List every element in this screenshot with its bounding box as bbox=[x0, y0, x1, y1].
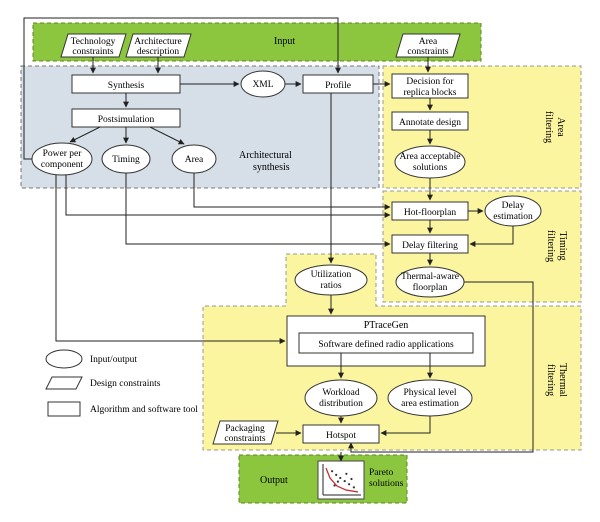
power-per-component-line1: Power per bbox=[43, 149, 83, 159]
pareto-point bbox=[352, 486, 355, 489]
timing-label: Timing bbox=[112, 155, 140, 165]
flow-edges bbox=[23, 17, 534, 462]
utilization-ratios-line2: ratios bbox=[320, 281, 341, 291]
thermal-filtering-label-line2: filtering bbox=[545, 364, 556, 396]
workload-distribution-node bbox=[304, 379, 378, 417]
legend-io-label: Input/output bbox=[90, 355, 137, 365]
hotspot-label: Hotspot bbox=[326, 431, 356, 441]
pareto-solutions-line2: solutions bbox=[369, 479, 404, 489]
input-label: Input bbox=[274, 36, 295, 47]
architecture-description-shape bbox=[125, 33, 192, 58]
architectural-synthesis-label-line2: synthesis bbox=[253, 162, 290, 173]
area-constraints-line1: Area bbox=[419, 37, 438, 47]
area-filtering-label-line1: Area bbox=[555, 117, 566, 137]
area-label: Area bbox=[185, 155, 204, 165]
pareto-point bbox=[345, 472, 348, 475]
pareto-point bbox=[336, 480, 339, 483]
workload-distribution-line2: distribution bbox=[319, 399, 363, 409]
thermal-aware-floorplan-line2: floorplan bbox=[413, 282, 448, 293]
physical-area-estimation-node bbox=[387, 379, 473, 417]
pareto-front-line bbox=[325, 467, 359, 493]
technology-constraints-line2: constraints bbox=[72, 47, 113, 57]
architecture-description-line1: Architecture bbox=[134, 37, 181, 47]
legend-tool-label: Algorithm and software tool bbox=[90, 404, 198, 415]
area-acceptable-node bbox=[394, 145, 466, 179]
legend-design-label: Design constraints bbox=[90, 379, 161, 389]
synthesis-label: Synthesis bbox=[108, 81, 145, 91]
decision-replica-line1: Decision for bbox=[406, 76, 454, 87]
delay-estimation-line1: Delay bbox=[502, 201, 525, 211]
pareto-point bbox=[339, 476, 342, 480]
physical-area-estimation-line2: area estimation bbox=[401, 399, 459, 409]
pareto-chart-frame bbox=[317, 460, 365, 500]
postsimulation-label: Postsimulation bbox=[98, 115, 155, 125]
area-constraints-line2: constraints bbox=[407, 47, 448, 57]
pareto-point bbox=[333, 484, 336, 487]
area-constraints-shape bbox=[395, 33, 461, 58]
power-per-component-line2: component bbox=[41, 160, 84, 170]
packaging-constraints-line2: constraints bbox=[224, 434, 265, 444]
packaging-constraints-shape bbox=[212, 420, 279, 445]
legend-io-symbol bbox=[45, 349, 83, 369]
technology-constraints-line1: Technology bbox=[71, 37, 116, 47]
hot-floorplan-label: Hot-floorplan bbox=[404, 207, 456, 218]
physical-area-estimation-line1: Physical level bbox=[403, 388, 456, 398]
area-acceptable-line1: Area acceptable bbox=[400, 152, 461, 162]
pareto-point bbox=[343, 479, 346, 483]
delay-estimation-line2: estimation bbox=[493, 212, 533, 222]
profile-label: Profile bbox=[325, 80, 351, 91]
hotspot-box bbox=[302, 424, 380, 444]
architecture-description-line2: description bbox=[137, 47, 179, 57]
decision-replica-line2: replica blocks bbox=[403, 88, 456, 98]
pareto-point bbox=[348, 483, 351, 486]
technology-constraints-shape bbox=[60, 33, 127, 58]
delay-filtering-label: Delay filtering bbox=[402, 240, 458, 251]
xml-label: XML bbox=[252, 80, 273, 90]
area-acceptable-line2: solutions bbox=[413, 163, 448, 173]
pareto-solutions-line1: Pareto bbox=[369, 468, 394, 478]
ptracegen-label: PTraceGen bbox=[364, 320, 409, 331]
architectural-synthesis-label-line1: Architectural bbox=[239, 150, 292, 161]
area-filtering-label-line2: filtering bbox=[543, 111, 554, 143]
thermal-aware-floorplan-line1: Thermal-aware bbox=[401, 272, 459, 282]
legend-design-symbol bbox=[45, 376, 83, 390]
pareto-point bbox=[335, 473, 338, 476]
utilization-ratios-line1: Utilization bbox=[311, 270, 352, 280]
sdr-applications-box bbox=[298, 332, 474, 354]
timing-filtering-label-line1: Timing bbox=[557, 231, 568, 260]
thermal-filtering-label-line1: Thermal bbox=[557, 363, 568, 397]
annotate-design-label: Annotate design bbox=[399, 118, 461, 128]
output-label: Output bbox=[260, 475, 288, 486]
legend-tool-symbol bbox=[47, 401, 81, 417]
packaging-constraints-line1: Packaging bbox=[225, 424, 265, 434]
pareto-points bbox=[331, 470, 355, 489]
pareto-point bbox=[350, 477, 353, 481]
power-per-component-node bbox=[31, 142, 93, 176]
sdr-applications-label: Software defined radio applications bbox=[318, 339, 454, 350]
timing-filtering-label-line2: filtering bbox=[545, 230, 556, 262]
pareto-point bbox=[331, 470, 334, 473]
workload-distribution-line1: Workload bbox=[322, 388, 359, 398]
